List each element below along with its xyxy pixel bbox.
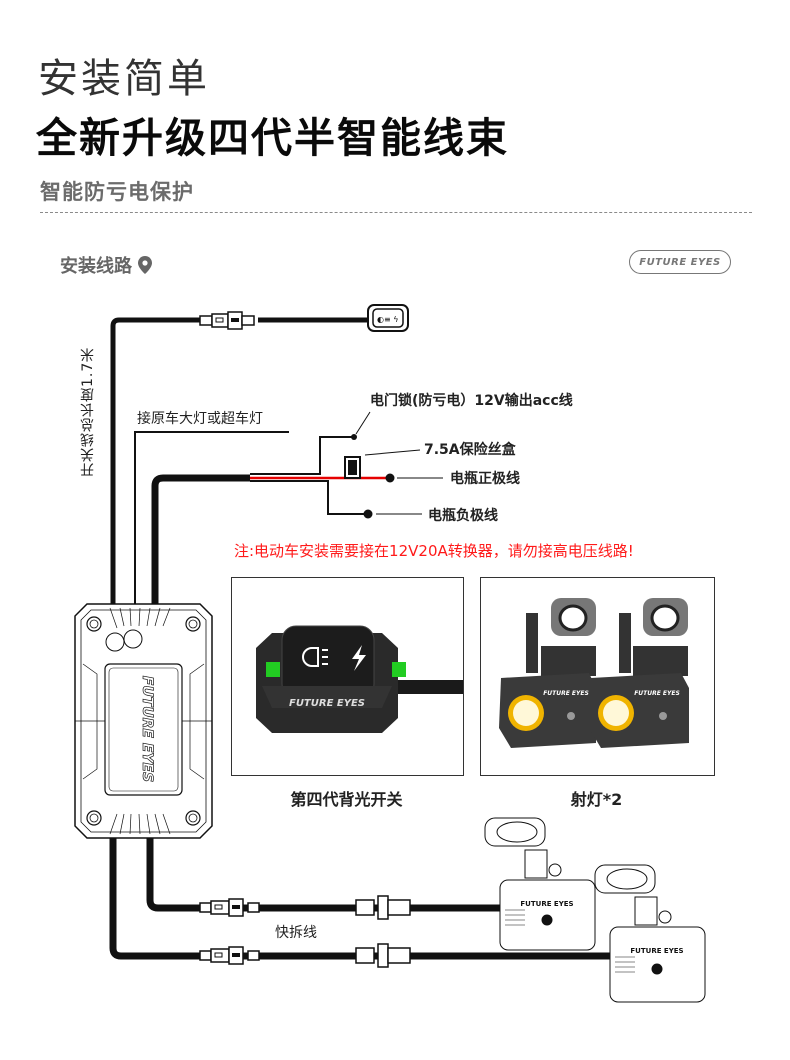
route-title: 安装线路 [60, 256, 132, 277]
quick-connector-1b [355, 895, 411, 920]
route-heading: 安装线路 [60, 252, 152, 278]
switch-cable [110, 317, 200, 612]
spotlight-2-brand: FUTURE EYES [634, 690, 680, 697]
switch-connector [199, 311, 255, 330]
section-title: 智能防亏电保护 [40, 180, 194, 204]
switch-caption: 第四代背光开关 [290, 790, 403, 809]
dashed-divider [40, 212, 752, 213]
switch-thumbnail: ◐≡ ϟ [367, 304, 409, 332]
power-cable [151, 474, 250, 612]
warning-text: 注:电动车安装需要接在12V20A转换器，请勿接高电压线路! [234, 542, 634, 560]
brand-badge: FUTURE EYES [629, 250, 731, 274]
title-main: 全新升级四代半智能线束 [36, 114, 509, 162]
fuse-box-label: 7.5A保险丝盒 [424, 442, 516, 458]
indicator-left [266, 662, 280, 677]
lightning-icon [352, 645, 366, 671]
location-pin-icon [138, 256, 152, 274]
spotlight-1-brand: FUTURE EYES [543, 690, 589, 697]
quick-connector-2a [199, 946, 260, 965]
svg-text:◐≡ ϟ: ◐≡ ϟ [377, 315, 399, 324]
quick-connector-2b [355, 943, 411, 968]
title-install-easy: 安装简单 [38, 56, 210, 102]
spotlight-1: FUTURE EYES [499, 598, 596, 748]
negative-wire [250, 480, 368, 515]
spotlight-caption: 射灯*2 [570, 790, 623, 809]
switch-photo: FUTURE EYES [231, 577, 464, 776]
indicator-right [392, 662, 406, 677]
spotlight-lineart-2: FUTURE EYES [594, 864, 706, 1003]
switch-cable-length-label: 开关线总长度1.7米 [80, 346, 96, 477]
spotlights-image: FUTURE EYES FUTURE EYES [499, 598, 689, 748]
lamp-cable-1 [146, 838, 500, 912]
headlight-icon [302, 647, 328, 667]
battery-negative-label: 电瓶负极线 [428, 508, 498, 524]
headlight-connect-label: 接原车大灯或超车灯 [137, 411, 263, 427]
spotlight-lineart-1: FUTURE EYES [484, 817, 596, 951]
switch-brand: FUTURE EYES [289, 698, 365, 709]
ignition-acc-label: 电门锁(防亏电）12V输出acc线 [370, 393, 573, 409]
svg-text:FUTURE EYES: FUTURE EYES [630, 947, 683, 955]
spotlight-2: FUTURE EYES [589, 598, 689, 748]
lamp-cable-2 [109, 838, 612, 960]
svg-text:FUTURE EYES: FUTURE EYES [520, 900, 573, 908]
controller-brand: FUTURE EYES [139, 676, 155, 782]
quick-release-label: 快拆线 [275, 925, 317, 941]
headlight-wire [134, 431, 289, 612]
spotlight-photo: FUTURE EYES FUTURE EYES [480, 577, 715, 776]
acc-wire [250, 436, 354, 475]
controller-box: FUTURE EYES [74, 603, 213, 839]
battery-positive-label: 电瓶正极线 [450, 471, 520, 487]
quick-connector-1a [199, 898, 260, 917]
backlight-switch-image: FUTURE EYES [256, 625, 463, 733]
